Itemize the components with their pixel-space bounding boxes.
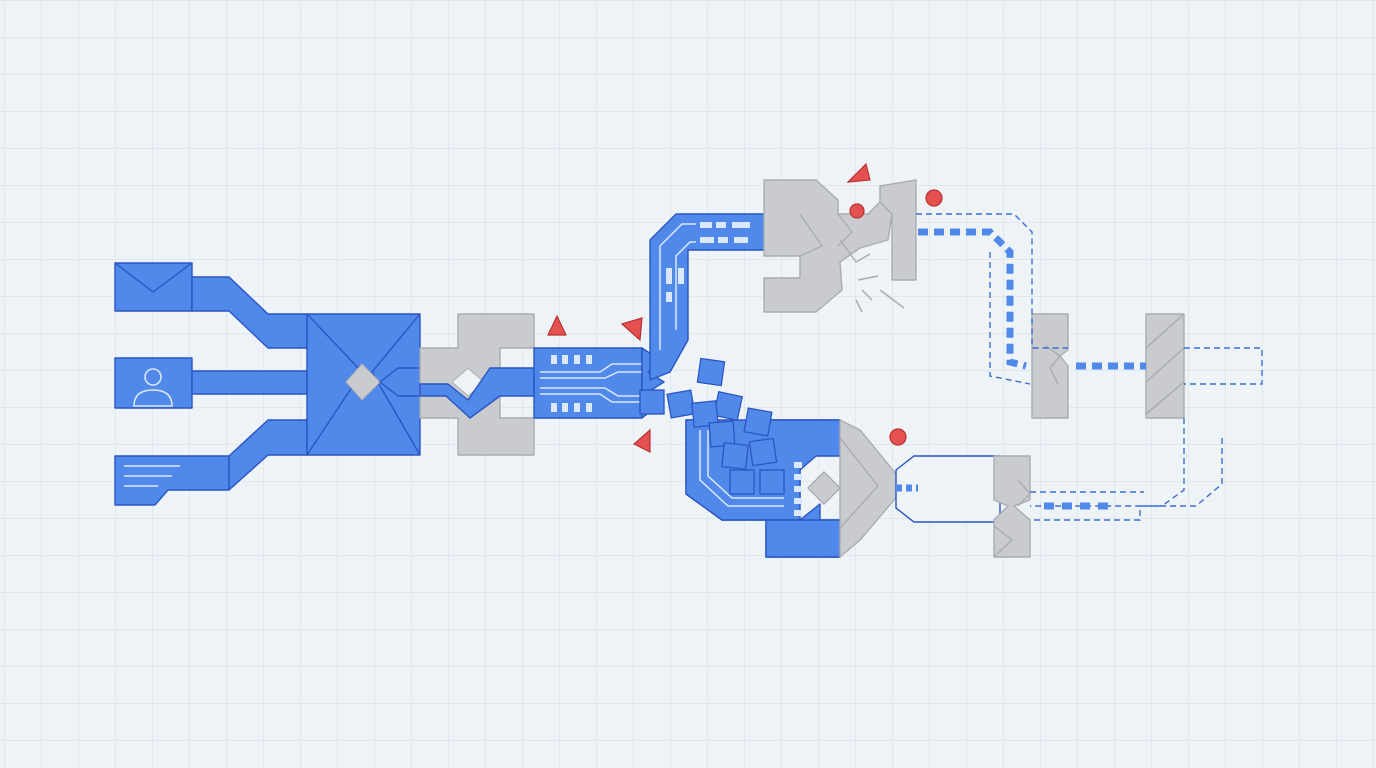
envelope-icon (114, 262, 193, 312)
warning-triangle-icon (547, 162, 871, 453)
error-dot (849, 203, 865, 219)
input-sources (114, 262, 230, 506)
upper-right-gates (1031, 313, 1185, 419)
lower-capsule (895, 455, 1031, 558)
warning-triangle (846, 162, 871, 183)
packet-block (708, 420, 736, 448)
splitter-bus (533, 347, 665, 419)
packet-block (639, 389, 665, 415)
packet-block (696, 357, 726, 387)
gray-diamond-coupler-icon (419, 313, 535, 456)
packet-block (743, 407, 773, 437)
error-dot (889, 428, 907, 446)
packet-block (759, 469, 785, 495)
merge-cross-icon (306, 313, 421, 456)
packet-block (721, 442, 749, 470)
packet-block (691, 400, 719, 428)
packet-block (712, 390, 744, 422)
dashed-output-line-icon (896, 213, 1263, 521)
packet-block (748, 437, 778, 467)
warning-triangle (620, 317, 643, 342)
packet-block (666, 389, 696, 419)
cracked-gray-gate-icon (763, 179, 917, 313)
error-dot (925, 189, 943, 207)
error-dot-icon (849, 189, 943, 446)
user-profile-icon (114, 357, 193, 409)
warning-triangle (632, 428, 651, 453)
warning-triangle (547, 314, 567, 336)
packet-block (729, 469, 755, 495)
